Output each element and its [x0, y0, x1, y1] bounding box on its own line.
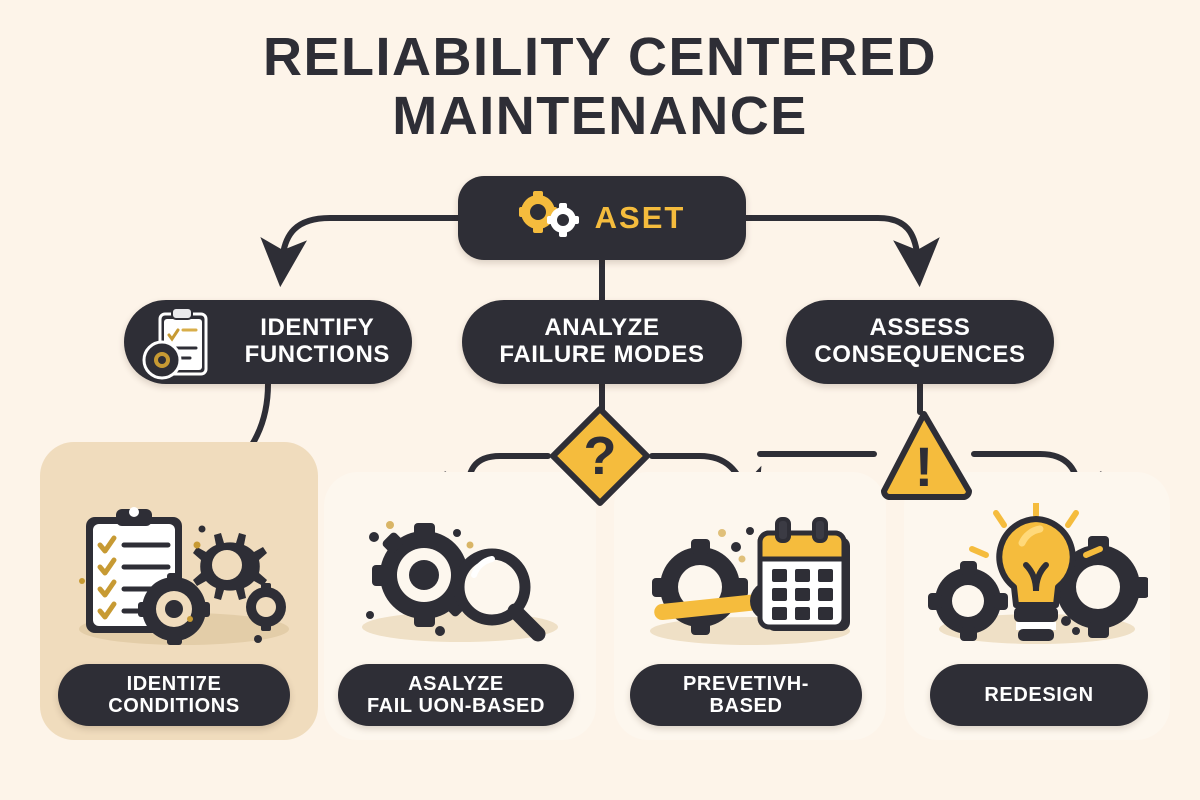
node-analyze-failure-modes[interactable]: ANALYZE FAILURE MODES — [462, 300, 742, 384]
question-diamond[interactable]: ? — [548, 404, 652, 508]
lightbulb-gears-icon — [904, 498, 1170, 658]
gear-magnifier-icon — [324, 498, 596, 658]
warning-triangle[interactable]: ! — [874, 408, 974, 500]
node-identify-functions-label: IDENTIFY FUNCTIONS — [244, 314, 390, 368]
label-identify-conditions[interactable]: IDENTI7E CONDITIONS — [58, 664, 290, 726]
warning-glyph: ! — [915, 435, 934, 498]
connector-aset-to-identify — [260, 215, 461, 288]
page-title-line2: MAINTENANCE — [392, 86, 808, 147]
node-identify-functions[interactable]: IDENTIFY FUNCTIONS — [124, 300, 412, 384]
label-analyze-failure-based-text: ASALYZE FAIL UON-BASED — [366, 672, 546, 717]
label-preventive-based[interactable]: PREVETIVH- BASED — [630, 664, 862, 726]
node-assess-consequences-label: ASSESS CONSEQUENCES — [814, 314, 1026, 368]
label-identify-conditions-text: IDENTI7E CONDITIONS — [108, 672, 240, 717]
question-glyph: ? — [584, 426, 617, 486]
gear-wrench-calendar-icon — [614, 498, 886, 658]
node-aset[interactable]: ASET — [458, 176, 746, 260]
node-aset-label: ASET — [594, 199, 686, 235]
label-analyze-failure-based[interactable]: ASALYZE FAIL UON-BASED — [338, 664, 574, 726]
label-redesign-text: REDESIGN — [984, 683, 1094, 706]
clipboard-checklist-gears-icon — [40, 494, 318, 654]
clipboard-gear-icon — [134, 302, 224, 393]
node-assess-consequences[interactable]: ASSESS CONSEQUENCES — [786, 300, 1054, 384]
label-preventive-based-text: PREVETIVH- BASED — [682, 672, 810, 717]
connector-aset-to-assess — [743, 215, 940, 288]
page-title: RELIABILITY CENTERED MAINTENANCE — [0, 27, 1200, 147]
gears-icon — [518, 190, 581, 246]
node-analyze-failure-modes-label: ANALYZE FAILURE MODES — [499, 314, 705, 368]
label-redesign[interactable]: REDESIGN — [930, 664, 1148, 726]
page-title-line1: RELIABILITY CENTERED — [262, 27, 938, 87]
